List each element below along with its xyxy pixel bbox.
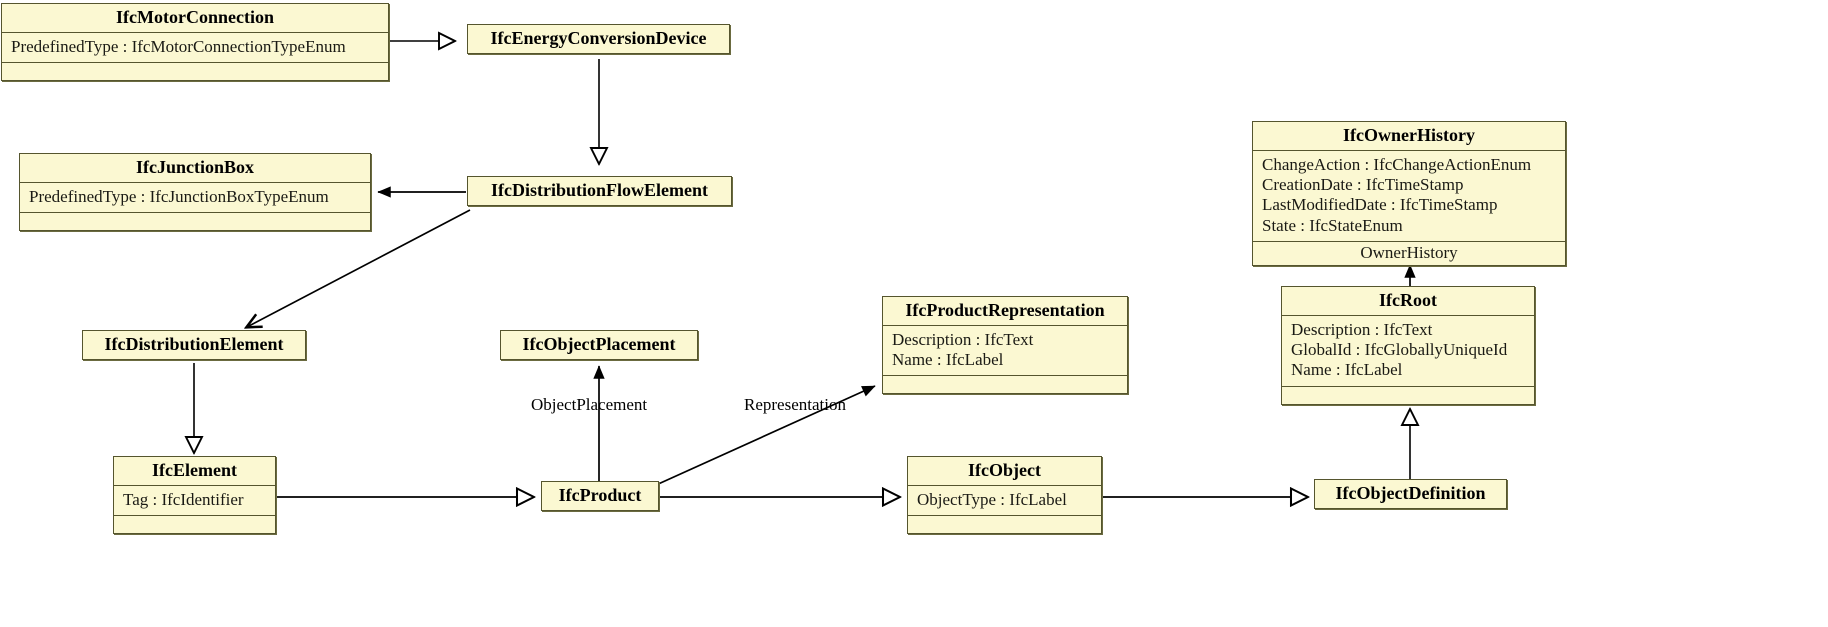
class-box-ifcenergyconversiondevice[interactable]: IfcEnergyConversionDevice	[467, 24, 730, 54]
empty-operations-compartment	[2, 63, 388, 80]
class-attributes-ifcjunctionbox: PredefinedType : IfcJunctionBoxTypeEnum	[20, 183, 370, 212]
compartment-separator	[114, 515, 275, 517]
class-name-ifcproduct: IfcProduct	[558, 485, 642, 505]
empty-operations-compartment	[883, 376, 1127, 393]
class-name-ifcenergyconversiondevice: IfcEnergyConversionDevice	[490, 28, 707, 48]
class-box-ifcmotorconnection[interactable]: IfcMotorConnection PredefinedType : IfcM…	[1, 3, 389, 82]
attribute-row: State : IfcStateEnum	[1262, 215, 1403, 235]
attribute-row: GlobalId : IfcGloballyUniqueId	[1291, 340, 1508, 360]
empty-operations-compartment	[1282, 387, 1534, 404]
class-box-ifcownerhistory[interactable]: IfcOwnerHistory ChangeAction : IfcChange…	[1252, 121, 1566, 266]
class-name-ifcmotorconnection: IfcMotorConnection	[116, 7, 274, 27]
attribute-row: Description : IfcText	[1291, 319, 1433, 339]
attribute-row: PredefinedType : IfcJunctionBoxTypeEnum	[29, 186, 329, 206]
attribute-row: ObjectType : IfcLabel	[917, 489, 1067, 509]
class-attributes-ifcelement: Tag : IfcIdentifier	[114, 486, 275, 515]
class-box-ifcdistributionflowelement[interactable]: IfcDistributionFlowElement	[467, 176, 732, 206]
class-name-ifcownerhistory: IfcOwnerHistory	[1343, 125, 1475, 145]
role-label-ownerhistory: OwnerHistory	[1360, 242, 1458, 262]
class-name-ifcdistributionflowelement: IfcDistributionFlowElement	[491, 180, 708, 200]
class-box-ifcproduct[interactable]: IfcProduct	[541, 481, 659, 511]
class-name-ifcobjectdefinition: IfcObjectDefinition	[1335, 483, 1486, 503]
class-box-ifcobjectdefinition[interactable]: IfcObjectDefinition	[1314, 479, 1507, 509]
compartment-separator	[2, 31, 388, 33]
class-box-ifcobject[interactable]: IfcObject ObjectType : IfcLabel	[907, 456, 1102, 535]
class-attributes-ifcmotorconnection: PredefinedType : IfcMotorConnectionTypeE…	[2, 33, 388, 62]
edge-label-objectplacement: ObjectPlacement	[531, 395, 648, 414]
attribute-row: ChangeAction : IfcChangeActionEnum	[1262, 154, 1532, 174]
class-attributes-ifcroot: Description : IfcText GlobalId : IfcGlob…	[1282, 316, 1534, 386]
class-box-ifcproductrepresentation[interactable]: IfcProductRepresentation Description : I…	[882, 296, 1128, 395]
empty-operations-compartment	[114, 516, 275, 533]
class-box-ifcroot[interactable]: IfcRoot Description : IfcText GlobalId :…	[1281, 286, 1535, 405]
class-box-ifcdistributionelement[interactable]: IfcDistributionElement	[82, 330, 306, 360]
class-box-ifcelement[interactable]: IfcElement Tag : IfcIdentifier	[113, 456, 276, 535]
class-name-ifcobjectplacement: IfcObjectPlacement	[522, 334, 676, 354]
class-box-ifcobjectplacement[interactable]: IfcObjectPlacement	[500, 330, 698, 360]
attribute-row: Tag : IfcIdentifier	[123, 489, 244, 509]
class-attributes-ifcobject: ObjectType : IfcLabel	[908, 486, 1101, 515]
class-name-ifcobject: IfcObject	[968, 460, 1041, 480]
compartment-separator	[20, 212, 370, 214]
class-name-ifcelement: IfcElement	[152, 460, 237, 480]
compartment-separator	[114, 484, 275, 486]
compartment-separator	[2, 62, 388, 64]
attribute-row: Name : IfcLabel	[892, 350, 1004, 370]
edge-label-representation: Representation	[744, 395, 846, 414]
class-name-ifcdistributionelement: IfcDistributionElement	[104, 334, 284, 354]
attribute-row: PredefinedType : IfcMotorConnectionTypeE…	[11, 36, 346, 56]
class-name-ifcroot: IfcRoot	[1379, 290, 1437, 310]
class-box-ifcjunctionbox[interactable]: IfcJunctionBox PredefinedType : IfcJunct…	[19, 153, 371, 232]
attribute-row: Name : IfcLabel	[1291, 360, 1403, 380]
attribute-row: LastModifiedDate : IfcTimeStamp	[1262, 195, 1498, 215]
attribute-row: CreationDate : IfcTimeStamp	[1262, 175, 1464, 195]
compartment-separator	[1282, 385, 1534, 387]
compartment-separator	[908, 484, 1101, 486]
class-attributes-ifcproductrepresentation: Description : IfcText Name : IfcLabel	[883, 326, 1127, 375]
attribute-row: Description : IfcText	[892, 329, 1034, 349]
compartment-separator	[1253, 149, 1565, 151]
compartment-separator	[883, 375, 1127, 377]
empty-operations-compartment	[908, 516, 1101, 533]
class-attributes-ifcownerhistory: ChangeAction : IfcChangeActionEnum Creat…	[1253, 151, 1565, 241]
compartment-separator	[1253, 240, 1565, 242]
compartment-separator	[20, 181, 370, 183]
compartment-separator	[908, 515, 1101, 517]
compartment-separator	[883, 324, 1127, 326]
class-name-ifcproductrepresentation: IfcProductRepresentation	[905, 300, 1105, 320]
compartment-separator	[1282, 314, 1534, 316]
class-name-ifcjunctionbox: IfcJunctionBox	[135, 157, 254, 177]
empty-operations-compartment	[20, 213, 370, 230]
